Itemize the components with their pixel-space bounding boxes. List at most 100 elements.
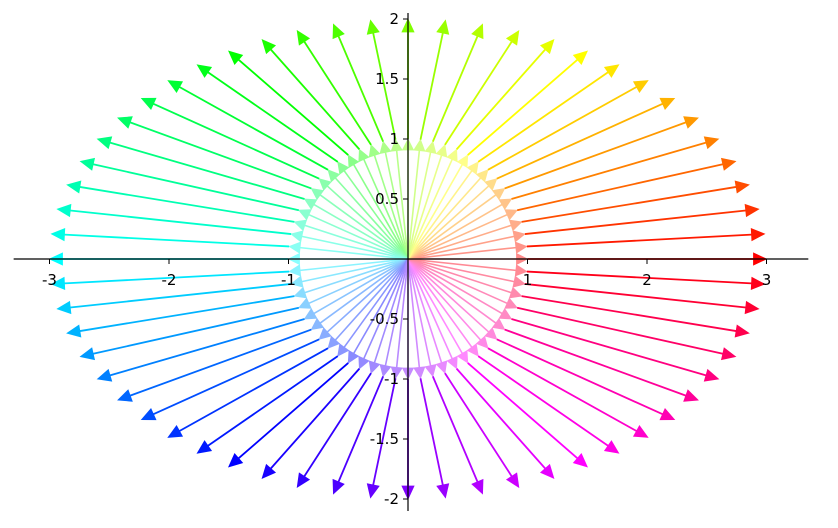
outer-arrow-58 (524, 283, 760, 315)
inner-arrow-32 (290, 258, 409, 288)
inner-arrow-1 (407, 241, 528, 260)
outer-arrow-35 (96, 318, 305, 382)
inner-arrow-54 (407, 258, 506, 331)
axes (13, 13, 809, 511)
inner-arrow-40 (347, 258, 409, 364)
inner-arrow-57 (407, 258, 523, 299)
outer-arrow-55 (511, 318, 720, 382)
inner-arrow-55 (407, 258, 513, 320)
outer-arrow-34 (79, 306, 300, 361)
outer-arrow-41 (261, 368, 361, 479)
outer-arrow-9 (477, 64, 620, 163)
outer-arrow-3 (521, 180, 750, 223)
inner-arrow-3 (407, 219, 523, 260)
y-tick-label: 2 (389, 10, 399, 28)
inner-arrow-50 (407, 258, 469, 364)
outer-arrow-49 (455, 368, 555, 479)
outer-arrow-20 (228, 50, 349, 156)
inner-arrow-29 (288, 241, 409, 260)
outer-arrow-29 (50, 228, 290, 248)
outer-arrow-47 (432, 376, 484, 495)
inner-arrow-25 (303, 198, 409, 260)
y-tick-label: 0.5 (375, 190, 399, 208)
outer-arrow-54 (504, 328, 699, 402)
outer-arrow-4 (516, 157, 737, 212)
outer-arrow-50 (467, 362, 588, 468)
outer-arrow-48 (444, 372, 520, 489)
outer-arrow-26 (79, 157, 300, 212)
inner-arrow-28 (290, 230, 409, 260)
outer-arrow-39 (196, 355, 339, 454)
y-tick-label: -1.5 (370, 430, 399, 448)
inner-arrow-36 (310, 258, 409, 331)
outer-arrow-51 (477, 355, 620, 454)
outer-arrow-5 (511, 136, 720, 200)
inner-arrow-35 (303, 258, 409, 320)
inner-arrow-38 (327, 258, 409, 349)
outer-arrow-18 (296, 29, 372, 146)
inner-arrow-22 (327, 169, 409, 260)
inner-arrow-31 (288, 258, 409, 277)
inner-arrow-13 (407, 140, 437, 260)
inner-arrow-14 (407, 138, 426, 260)
inner-arrow-9 (407, 161, 479, 260)
inner-arrow-24 (310, 187, 409, 260)
outer-arrow-25 (96, 136, 305, 200)
x-tick-label: 1 (523, 271, 533, 289)
inner-arrow-59 (407, 258, 528, 277)
outer-arrow-44 (366, 378, 397, 499)
outer-arrow-10 (467, 50, 588, 156)
outer-arrow-37 (140, 338, 320, 421)
inner-arrow-49 (407, 258, 458, 370)
inner-arrow-46 (407, 258, 426, 380)
inner-arrow-4 (407, 209, 518, 260)
outer-arrow-8 (487, 80, 649, 171)
inner-arrow-17 (379, 140, 409, 260)
outer-arrow-28 (56, 203, 292, 235)
outer-arrow-17 (332, 23, 384, 142)
outer-arrow-22 (167, 80, 329, 171)
outer-arrow-7 (496, 97, 676, 180)
inner-arrow-12 (407, 144, 448, 260)
inner-arrow-11 (407, 148, 458, 260)
inner-arrow-58 (407, 258, 526, 288)
outer-arrow-27 (66, 180, 295, 223)
outer-arrow-21 (196, 64, 339, 163)
inner-arrow-26 (298, 209, 409, 260)
inner-arrow-44 (390, 258, 409, 380)
inner-arrow-37 (318, 258, 409, 340)
x-tick-label: -3 (42, 271, 57, 289)
inner-arrow-2 (407, 230, 526, 260)
inner-arrow-5 (407, 198, 513, 260)
inner-arrow-23 (318, 178, 409, 260)
outer-arrow-2 (524, 203, 760, 235)
x-tick-label: -2 (162, 271, 177, 289)
outer-arrow-19 (261, 39, 361, 150)
outer-arrow-36 (117, 328, 312, 402)
x-tick-label: 3 (762, 271, 772, 289)
inner-arrow-52 (407, 258, 489, 349)
outer-arrow-33 (66, 295, 295, 338)
outer-arrow-57 (521, 295, 750, 338)
outer-arrow-1 (526, 228, 766, 248)
inner-arrow-6 (407, 187, 506, 260)
inner-arrow-43 (379, 258, 409, 378)
y-tick-label: -0.5 (370, 310, 399, 328)
inner-arrow-18 (368, 144, 409, 260)
outer-arrow-16 (366, 19, 397, 140)
inner-arrow-53 (407, 258, 498, 340)
inner-arrow-51 (407, 258, 479, 357)
inner-arrow-7 (407, 178, 498, 260)
outer-arrow-42 (296, 372, 372, 489)
y-tick-label: 1 (389, 130, 399, 148)
inner-arrows (287, 138, 529, 380)
inner-arrow-8 (407, 169, 489, 260)
outer-arrow-40 (228, 362, 349, 468)
x-tick-label: -1 (281, 271, 296, 289)
inner-arrow-34 (298, 258, 409, 309)
x-tick-label: 2 (642, 271, 652, 289)
outer-arrow-32 (56, 283, 292, 315)
y-tick-label: -1 (384, 370, 399, 388)
